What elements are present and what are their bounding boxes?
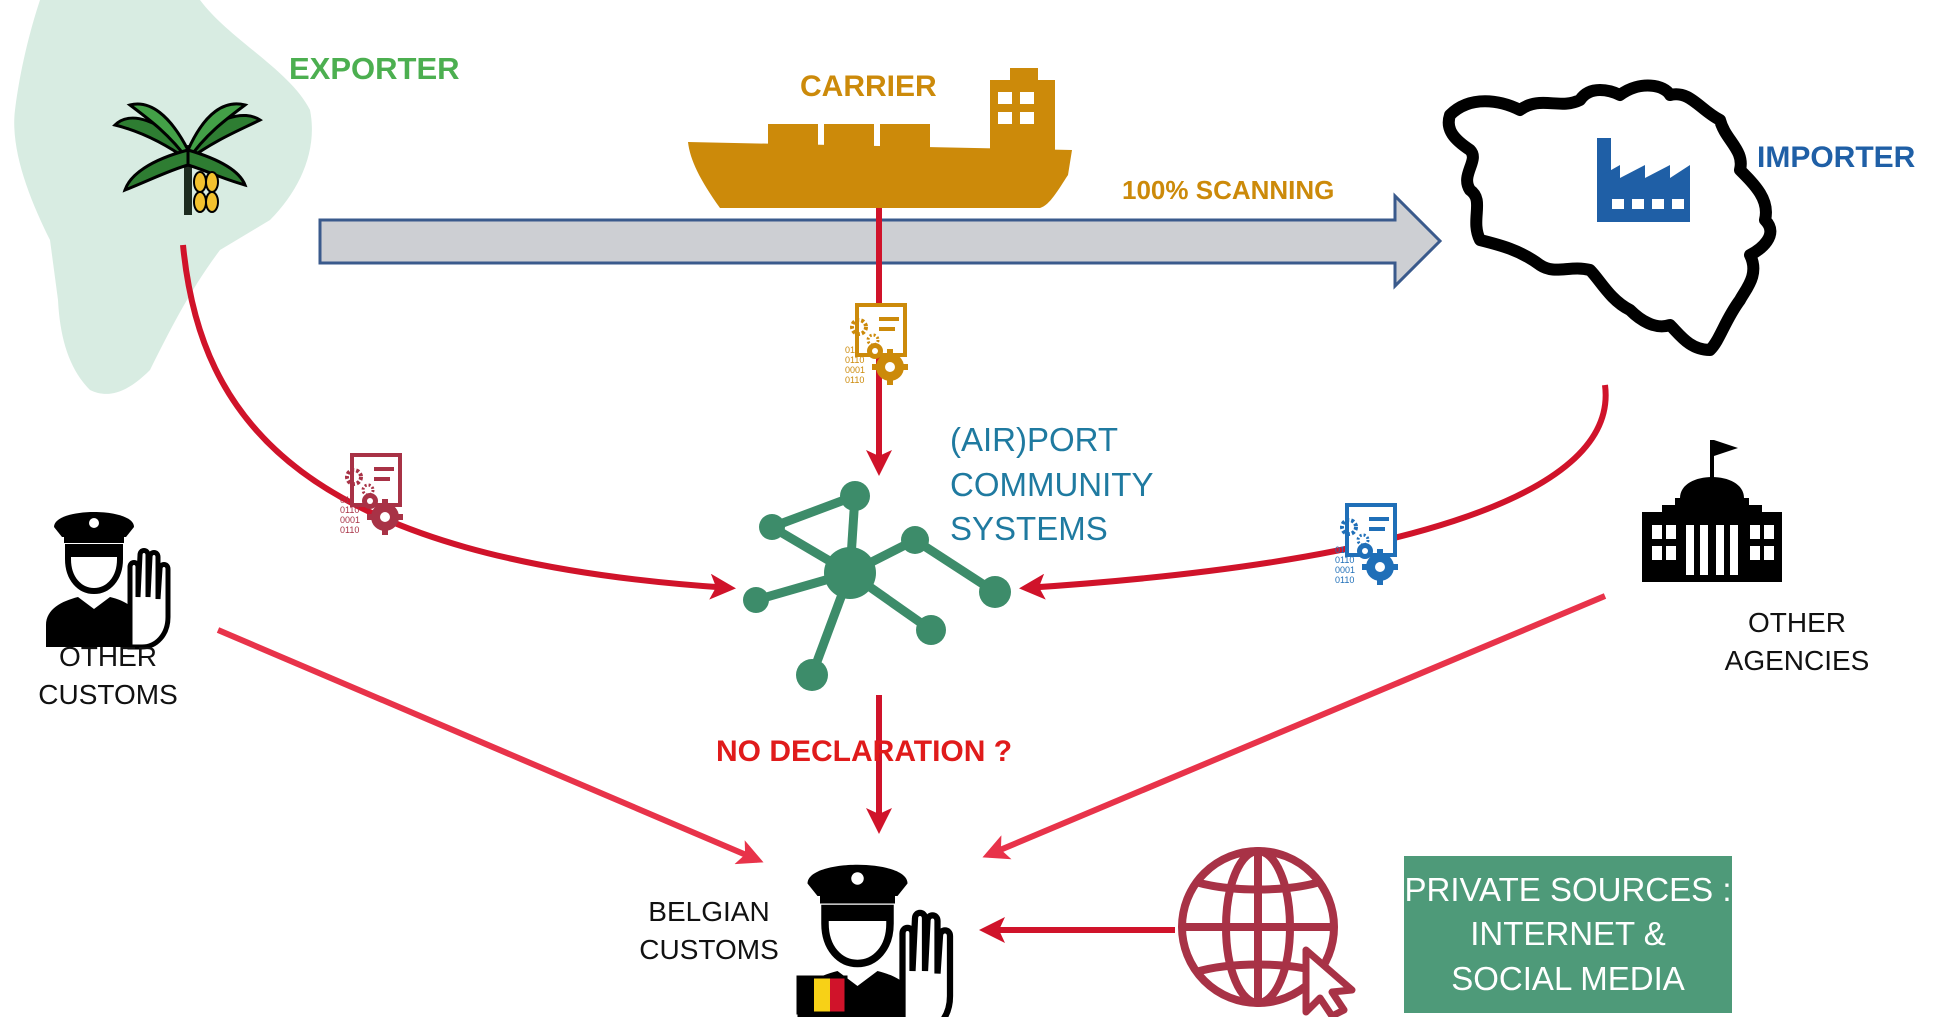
belgian-customs-label-line1: BELGIAN (648, 896, 770, 927)
belgian-customs-label: BELGIAN CUSTOMS (634, 893, 784, 969)
factory-icon (1597, 138, 1690, 222)
no-declaration-label: NO DECLARATION ? (716, 735, 1013, 768)
scanning-label: 100% SCANNING (1122, 175, 1335, 205)
network-hub-icon (743, 481, 1011, 691)
other-customs-label: OTHER CUSTOMS (38, 638, 178, 714)
pcs-label-line1: (AIR)PORT (950, 421, 1119, 458)
other-agencies-to-belgian-customs-flow (982, 593, 1607, 860)
other-agencies-label-line2: AGENCIES (1724, 644, 1870, 676)
belgian-flag-icon (796, 975, 848, 1015)
private-sources-line1: PRIVATE SOURCES : (1404, 870, 1732, 908)
private-sources-line2: INTERNET & (1470, 915, 1666, 953)
pcs-label: (AIR)PORT COMMUNITY SYSTEMS (950, 418, 1153, 552)
container-ship-icon (688, 68, 1072, 208)
other-agencies-label: OTHER AGENCIES (1722, 604, 1872, 680)
private-sources-box: PRIVATE SOURCES : INTERNET & SOCIAL MEDI… (1404, 856, 1732, 1013)
other-customs-to-belgian-customs-flow (216, 627, 764, 865)
south-america-map (14, 0, 312, 394)
other-agencies-label-line1: OTHER (1748, 607, 1846, 638)
pcs-label-line3: SYSTEMS (950, 510, 1108, 548)
importer-to-pcs-flow (1019, 384, 1609, 600)
exporter-label: EXPORTER (289, 51, 460, 86)
other-customs-label-line2: CUSTOMS (38, 678, 178, 710)
pcs-label-line2: COMMUNITY (950, 465, 1154, 503)
other-customs-label-line1: OTHER (59, 641, 157, 672)
data-file-gears-icon (338, 453, 405, 537)
customs-officer-icon (46, 512, 168, 647)
banana-tree-icon (112, 102, 263, 215)
importer-label: IMPORTER (1757, 141, 1916, 174)
belgian-customs-label-line2: CUSTOMS (639, 933, 779, 965)
data-file-gears-icon (1333, 503, 1400, 587)
exporter-to-pcs-flow (180, 244, 736, 600)
private-sources-line3: SOCIAL MEDIA (1451, 959, 1685, 997)
carrier-label: CARRIER (800, 70, 937, 103)
government-building-icon (1642, 440, 1782, 582)
globe-cursor-icon (1178, 847, 1356, 1020)
